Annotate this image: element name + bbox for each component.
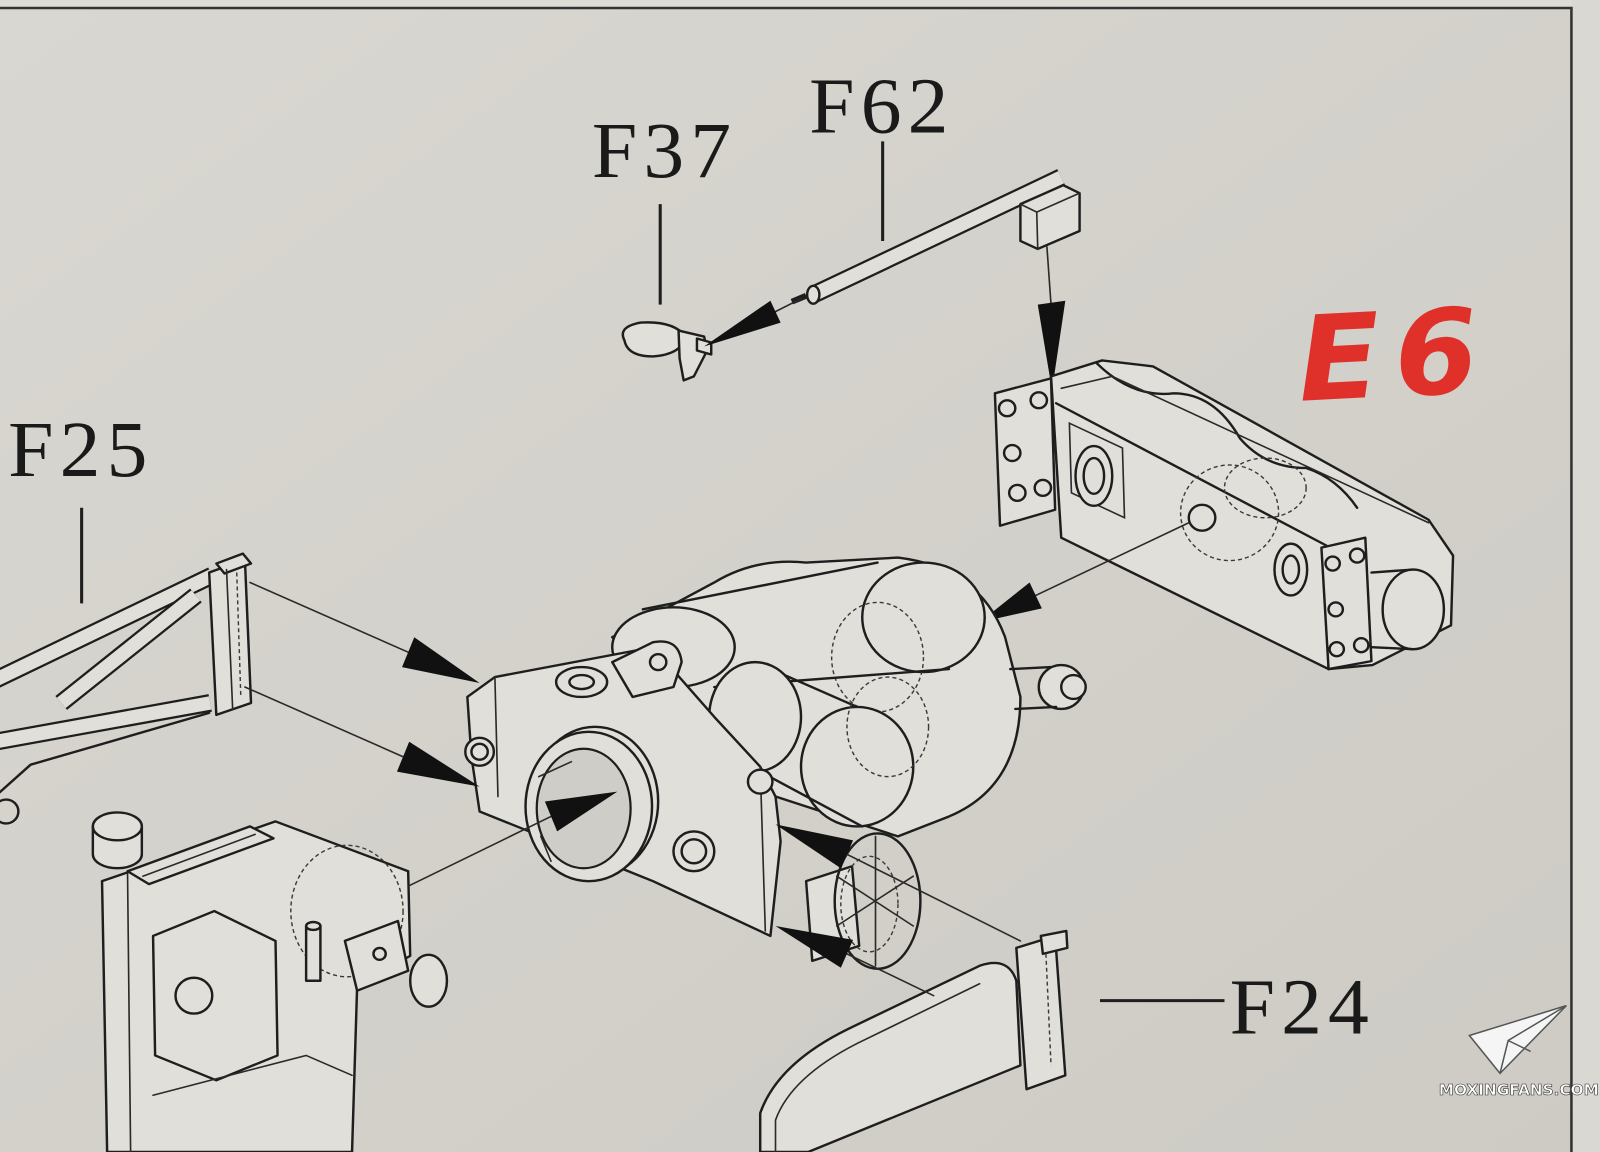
main-hub-body (464, 556, 1087, 970)
label-f24: F24 (1230, 963, 1375, 1051)
watermark-text: MOXINGFANS.COM (1439, 1081, 1599, 1099)
part-f24-plate (758, 929, 1069, 1152)
part-f37-paddle (621, 321, 713, 382)
part-f62-rod (790, 169, 1081, 305)
arrow-f25-upper (249, 581, 480, 684)
arrow-f24-upper (775, 824, 1022, 942)
watermark: MOXINGFANS.COM (1438, 1004, 1599, 1099)
label-f62: F62 (809, 62, 954, 150)
part-labels: F37 F62 F25 F24 (8, 62, 1375, 1051)
arrow-f24-lower (775, 925, 935, 997)
arrow-f25-lower (244, 686, 480, 787)
arrow-f62-to-block (1037, 246, 1066, 391)
part-e6-block (993, 359, 1455, 671)
label-f25: F25 (8, 406, 153, 494)
paper-plane-icon (1468, 1004, 1567, 1075)
part-f25-frame (0, 552, 253, 825)
arrow-f62-to-f37 (704, 297, 802, 347)
step-mark-annotation: E6 (1294, 283, 1496, 429)
arrow-block-to-hub (979, 521, 1190, 623)
arrow-gearbox-to-ring (407, 791, 618, 887)
part-gearbox-housing (91, 811, 449, 1152)
label-f37: F37 (592, 107, 737, 195)
